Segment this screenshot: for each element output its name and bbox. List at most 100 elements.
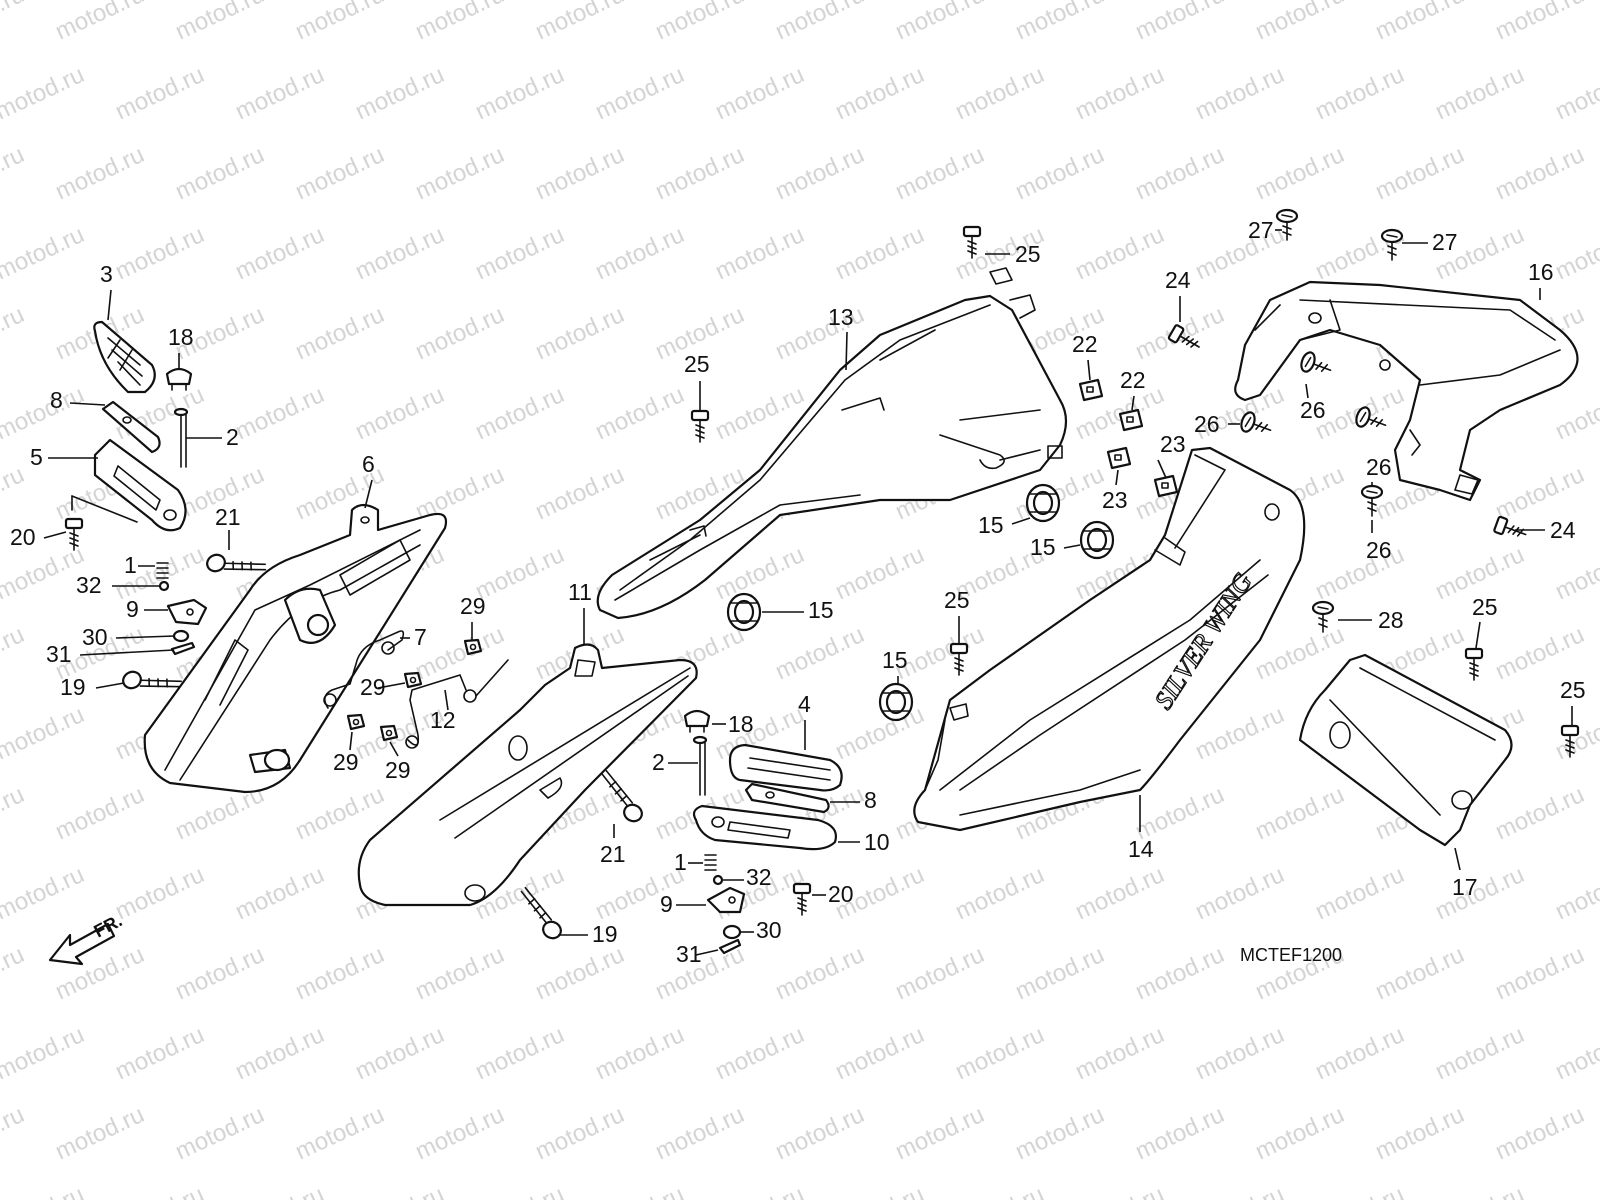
watermark-text: motod.ru [351,221,448,286]
watermark-text: motod.ru [111,1181,208,1200]
watermark-text: motod.ru [1071,1181,1168,1200]
part-18-cap-right [683,709,711,734]
watermark-text: motod.ru [471,381,568,446]
watermark-text: motod.ru [1191,701,1288,766]
watermark-text: motod.ru [111,1021,208,1086]
watermark-text: motod.ru [1551,1021,1600,1086]
part-12-spring-wire [405,659,509,749]
watermark-text: motod.ru [1011,1101,1108,1166]
callout-30: 30 [82,624,108,650]
callout-14: 14 [1128,836,1154,862]
leader-line [43,531,67,539]
leader-lines [43,229,1573,956]
watermark-text: motod.ru [1491,781,1588,846]
watermark-text: motod.ru [51,781,148,846]
watermark-text: motod.ru [711,1021,808,1086]
callout-8: 8 [864,787,877,813]
leader-line [364,479,373,509]
watermark-text: motod.ru [1431,61,1528,126]
part-10-step-bracket [692,804,837,851]
watermark-text: motod.ru [771,621,868,686]
watermark-text: motod.ru [951,1181,1048,1200]
callout-5: 5 [30,444,43,470]
watermark-text: motod.ru [351,1021,448,1086]
watermark-text: motod.ru [351,61,448,126]
watermark-text: motod.ru [831,541,928,606]
watermark-text: motod.ru [471,541,568,606]
part-4-footpeg-rubber [728,743,843,792]
watermark-text: motod.ru [1011,941,1108,1006]
callout-26: 26 [1300,397,1326,423]
watermark-text: motod.ru [51,0,148,45]
callout-24: 24 [1550,517,1576,543]
watermark-text: motod.ru [651,0,748,45]
part-29-nut-c [346,713,366,731]
callout-29: 29 [360,674,386,700]
leader-line [69,402,106,406]
watermark-text: motod.ru [1431,1181,1528,1200]
leader-line [79,649,175,656]
callout-24: 24 [1165,267,1191,293]
leader-line [1115,469,1119,486]
leader-line [1305,383,1309,399]
callout-8: 8 [50,387,63,413]
watermark-text: motod.ru [1191,861,1288,926]
watermark-text: motod.ru [1131,0,1228,45]
part-2-pin-right [692,735,708,797]
leader-line [845,331,848,371]
watermark-text: motod.ru [291,0,388,45]
callout-1: 1 [124,552,137,578]
callout-21: 21 [215,504,241,530]
callout-25: 25 [1560,677,1586,703]
callout-23: 23 [1102,487,1128,513]
part-30-washer [172,629,190,643]
watermark-text: motod.ru [231,381,328,446]
part-17-rear-fender [1298,653,1513,847]
watermark-text: motod.ru [951,61,1048,126]
callout-11: 11 [568,579,592,605]
watermark-text: motod.ru [291,141,388,206]
watermark-text: motod.ru [231,1021,328,1086]
callout-13: 13 [828,304,854,330]
leader-line [695,949,719,956]
part-15-grommet-c [726,592,762,632]
watermark-text: motod.ru [1071,861,1168,926]
watermark-text: motod.ru [1371,941,1468,1006]
callout-1: 1 [674,849,687,875]
watermark-text: motod.ru [831,1021,928,1086]
watermark-text: motod.ru [291,1101,388,1166]
watermark-text: motod.ru [1491,461,1588,526]
callout-17: 17 [1452,874,1478,900]
leader-line [1087,359,1091,381]
leader-line [1131,395,1135,411]
watermark-text: motod.ru [351,1181,448,1200]
watermark-text: motod.ru [591,1181,688,1200]
callout-27: 27 [1248,217,1274,243]
watermark-text: motod.ru [591,381,688,446]
watermark-text: motod.ru [1251,141,1348,206]
diagram-code: MCTEF1200 [1240,945,1342,965]
watermark-text: motod.ru [471,1021,568,1086]
watermark-text: motod.ru [1491,621,1588,686]
watermark-text: motod.ru [951,861,1048,926]
watermark-text: motod.ru [1311,1181,1408,1200]
watermark-text: motod.ru [531,141,628,206]
callout-4: 4 [798,691,811,717]
callout-9: 9 [660,891,673,917]
callout-21: 21 [600,841,626,867]
watermark-text: motod.ru [471,221,568,286]
watermark-text: motod.ru [0,301,28,366]
watermark-text: motod.ru [771,141,868,206]
watermark-text: motod.ru [711,221,808,286]
watermark-text: motod.ru [1311,1021,1408,1086]
leader-line [349,731,353,751]
watermark-text: motod.ru [651,1101,748,1166]
watermark-text: motod.ru [0,381,88,446]
watermark-text: motod.ru [0,0,28,45]
watermark-text: motod.ru [171,1101,268,1166]
callout-23: 23 [1160,431,1186,457]
watermark-text: motod.ru [591,61,688,126]
watermark-text: motod.ru [0,781,28,846]
watermark-text: motod.ru [1311,541,1408,606]
leader-line [1063,544,1081,549]
